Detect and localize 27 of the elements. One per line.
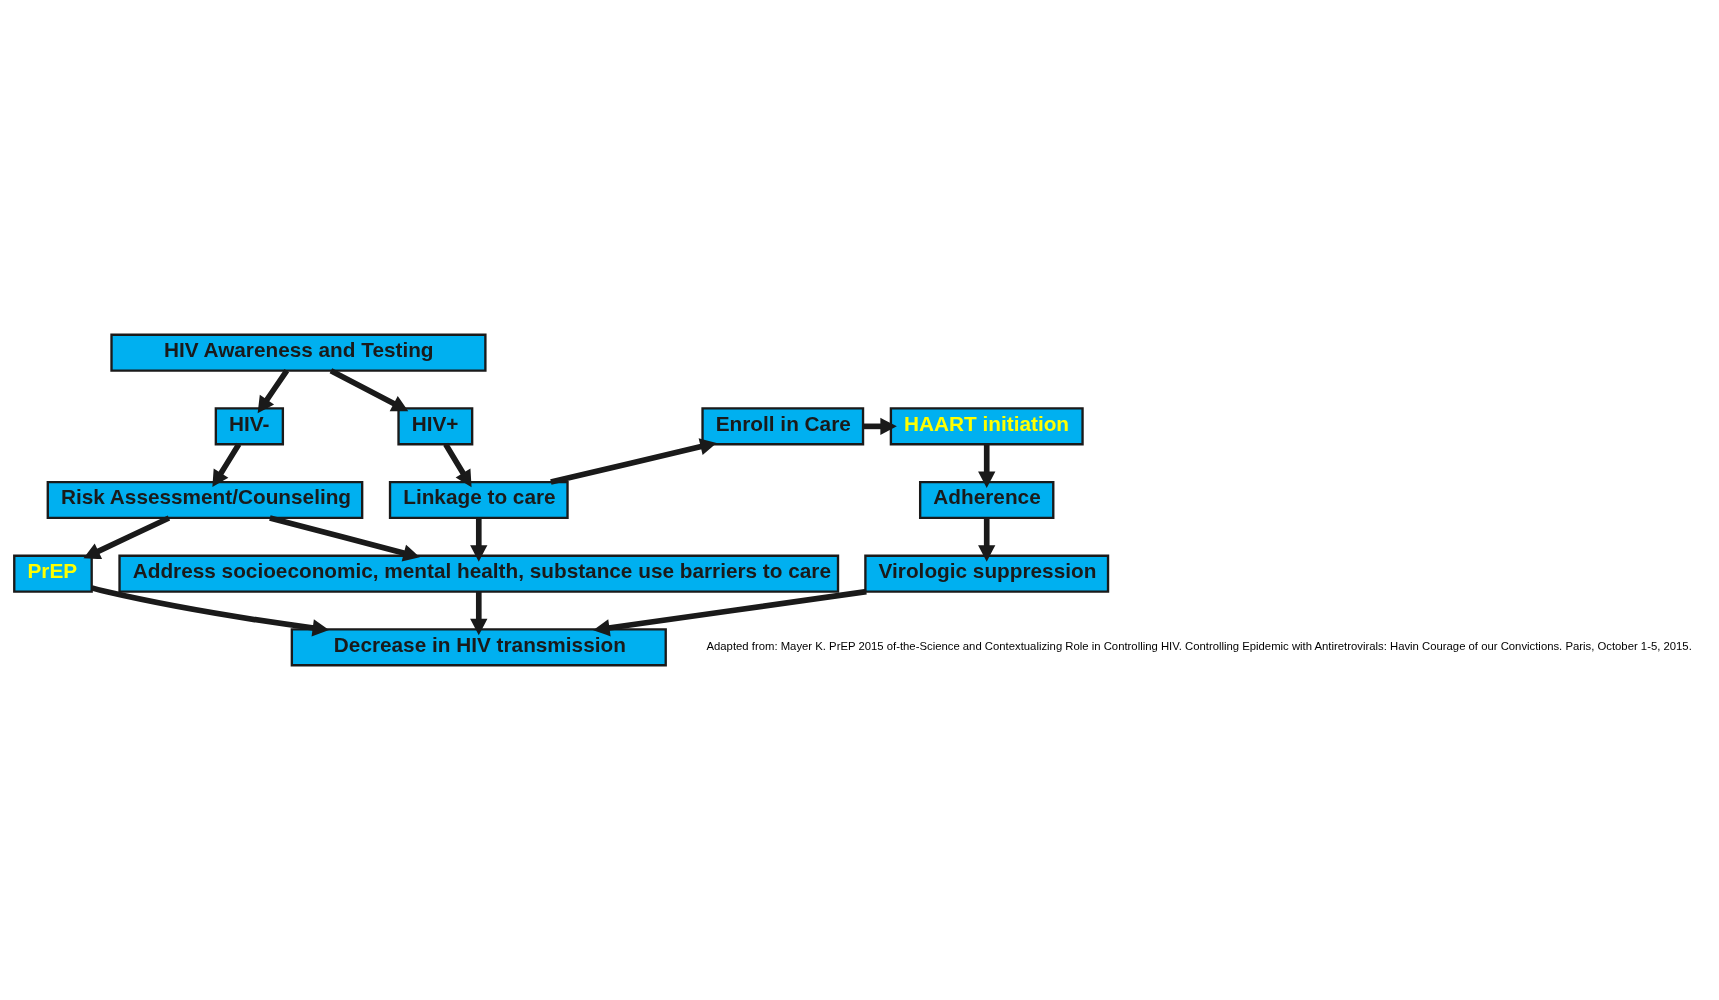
- node-box: HAART initiation: [889, 407, 1084, 446]
- arrow: [470, 517, 488, 562]
- arrow: [269, 515, 420, 562]
- node-box: HIV Awareness and Testing: [110, 333, 487, 372]
- arrow: [550, 438, 717, 485]
- node-box: Risk Assessment/Counseling: [46, 480, 364, 520]
- node-box: HIV-: [214, 407, 285, 446]
- arrow: [978, 444, 996, 488]
- arrow: [593, 588, 867, 637]
- arrow: [83, 515, 171, 560]
- label: Adapted from: Mayer K. PrEP 2015 of-the-Science and Contextualizing Role in Controlling HIV. Controlling Epidemic with Antiretrovirals: Havin Courage of our Convictions. Paris, October 1-5, 2015.: [706, 640, 1692, 653]
- node-box: HIV+: [397, 407, 474, 446]
- node-box: Address socioeconomic, mental health, substance use barriers to care: [118, 554, 840, 593]
- arrow: [978, 517, 996, 562]
- arrow: [863, 417, 897, 435]
- arrow: [90, 585, 330, 637]
- node-box: Adherence: [919, 480, 1055, 520]
- node-box: PrEP: [13, 554, 93, 593]
- node-box: Linkage to care: [388, 480, 569, 520]
- arrow: [257, 369, 290, 414]
- arrow: [443, 442, 472, 488]
- node-box: Virologic suppression: [864, 554, 1110, 593]
- arrow: [470, 591, 488, 636]
- arrow: [212, 442, 242, 488]
- node-box: Enroll in Care: [701, 407, 865, 446]
- arrow: [329, 368, 409, 412]
- node-box: Decrease in HIV transmission: [290, 628, 667, 667]
